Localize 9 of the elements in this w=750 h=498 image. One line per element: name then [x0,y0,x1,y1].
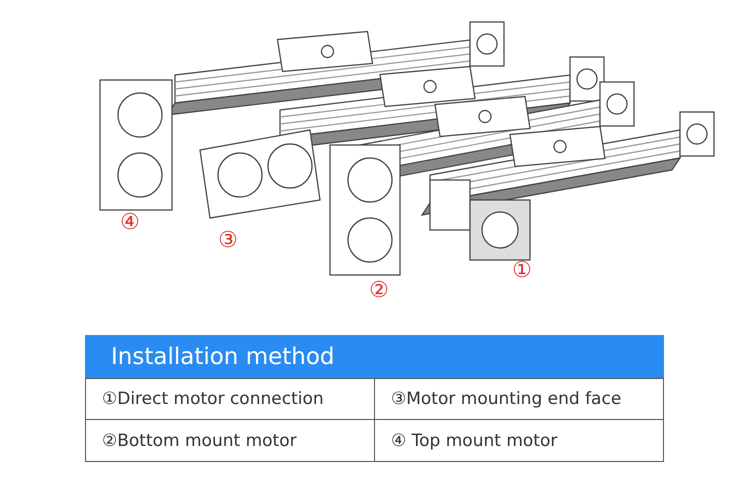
table-cell: ③Motor mounting end face [374,378,664,420]
callout-number: ① [511,256,533,284]
table-header: Installation method [85,335,664,378]
callout-number: ② [368,276,390,304]
table-cell: ②Bottom mount motor [85,419,375,462]
table-cell: ①Direct motor connection [85,378,375,420]
callout-number: ③ [217,226,239,254]
table-cell: ④ Top mount motor [374,419,664,462]
callout-number: ④ [119,208,141,236]
